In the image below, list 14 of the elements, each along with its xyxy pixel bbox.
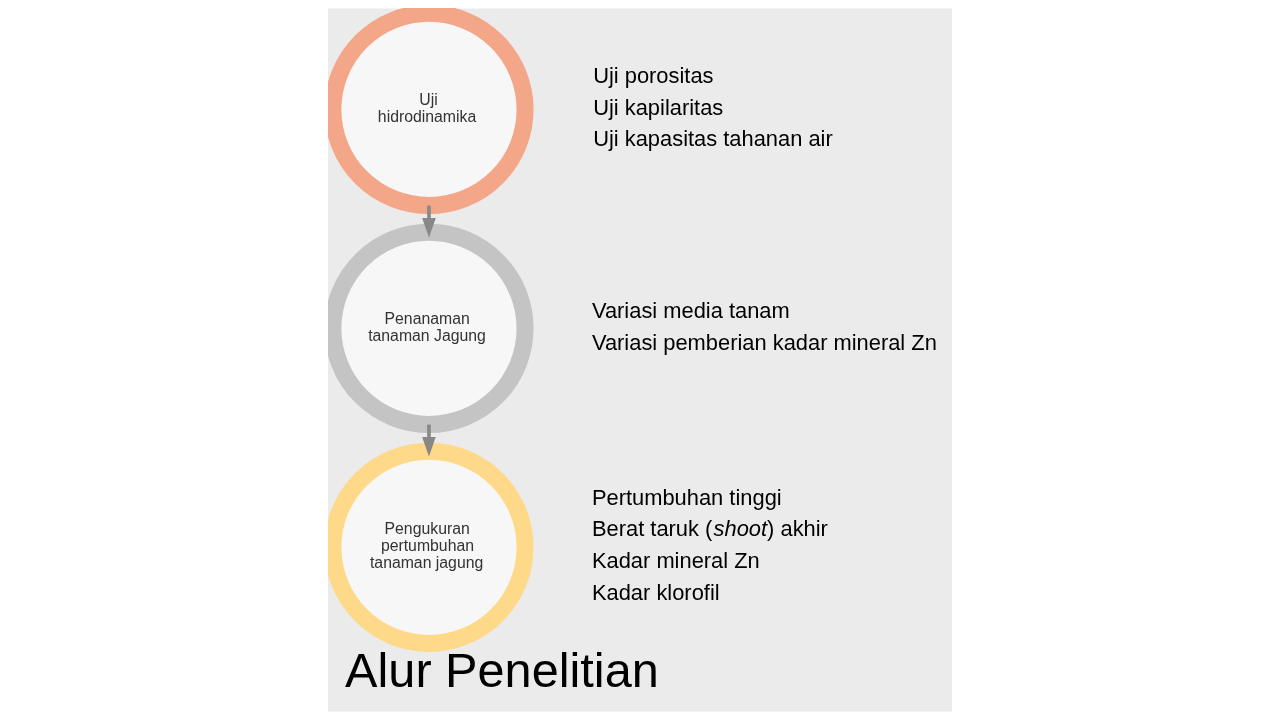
- arrow: [422, 424, 436, 457]
- node-circle: Pengukuran pertumbuhan tanaman jagung: [328, 442, 534, 652]
- node-label: Berat taruk (shoot) akhir: [591, 515, 828, 541]
- node-label: Variasi media tanam: [591, 297, 790, 323]
- arrow: [422, 205, 436, 238]
- node-label: Variasi pemberian kadar mineral Zn: [591, 329, 937, 355]
- node-label: Uji kapilaritas: [593, 94, 724, 120]
- node-label: Kadar mineral Zn: [591, 548, 760, 574]
- node-circle: Uji hidrodinamika: [328, 8, 534, 215]
- node-label: Uji kapasitas tahanan air: [593, 126, 833, 152]
- node-label: Pertumbuhan tinggi: [591, 485, 782, 511]
- node-label: Kadar klorofil: [591, 580, 720, 606]
- node-circle: Penanaman tanaman Jagung: [328, 223, 534, 433]
- node-label: Uji porositas: [593, 63, 714, 89]
